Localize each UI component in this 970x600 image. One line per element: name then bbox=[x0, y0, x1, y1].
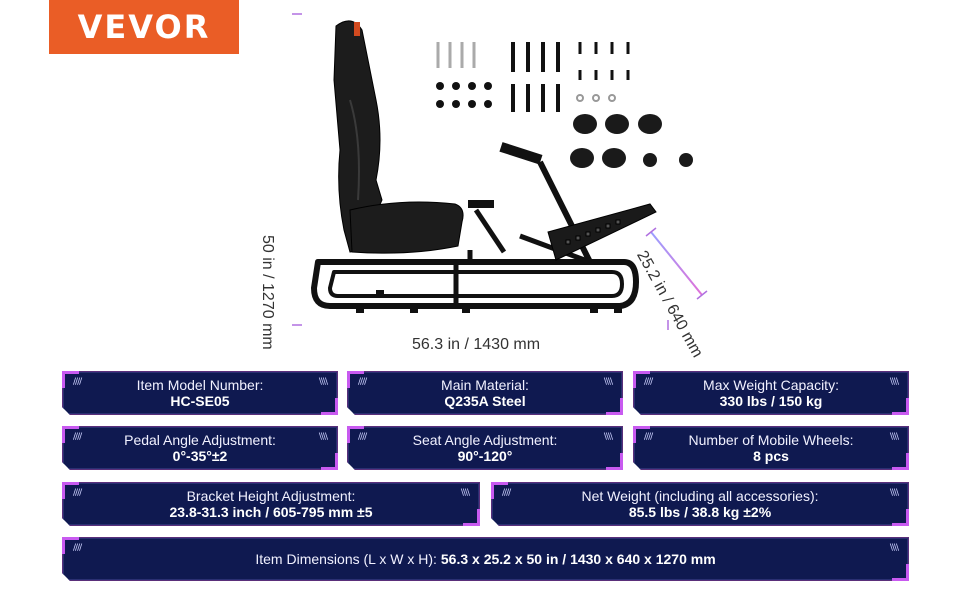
racing-seat bbox=[333, 20, 464, 254]
spec-label: Seat Angle Adjustment: bbox=[412, 432, 558, 448]
stripe-decoration-right: \\\\ bbox=[603, 432, 612, 442]
spec-main-material: //// \\\\ Main Material: Q235A Steel bbox=[347, 371, 623, 415]
foot-pads bbox=[570, 114, 662, 168]
knobs bbox=[643, 153, 693, 167]
height-dimension-label: 50 in / 1270 mm bbox=[259, 235, 276, 350]
spec-item-dimensions: //// \\\\ Item Dimensions (L x W x H): 5… bbox=[62, 537, 909, 581]
spec-label: Main Material: bbox=[441, 377, 529, 393]
width-dimension-line bbox=[297, 320, 669, 330]
cockpit-frame bbox=[311, 160, 639, 309]
spec-value: 85.5 lbs / 38.8 kg ±2% bbox=[628, 504, 772, 520]
height-dimension-line bbox=[292, 13, 302, 326]
stripe-decoration-right: \\\\ bbox=[889, 543, 898, 553]
stripe-decoration-right: \\\\ bbox=[889, 377, 898, 387]
spec-label: Number of Mobile Wheels: bbox=[688, 432, 854, 448]
product-illustration bbox=[292, 13, 708, 330]
spec-max-weight: //// \\\\ Max Weight Capacity: 330 lbs /… bbox=[633, 371, 909, 415]
hardware-screws bbox=[436, 42, 476, 68]
stripe-decoration-right: \\\\ bbox=[318, 377, 327, 387]
depth-dimension-line bbox=[645, 227, 708, 300]
brand-logo: VEVOR bbox=[49, 0, 239, 54]
spec-label: Max Weight Capacity: bbox=[703, 377, 839, 393]
spec-label: Item Model Number: bbox=[136, 377, 264, 393]
steering-mount bbox=[468, 142, 543, 208]
spec-bracket-height: //// \\\\ Bracket Height Adjustment: 23.… bbox=[62, 482, 480, 526]
spec-value: 56.3 x 25.2 x 50 in / 1430 x 640 x 1270 … bbox=[440, 551, 716, 567]
spec-label: Pedal Angle Adjustment: bbox=[124, 432, 276, 448]
width-dimension-label: 56.3 in / 1430 mm bbox=[412, 336, 541, 353]
stripe-decoration-left: //// bbox=[73, 543, 82, 553]
spec-net-weight: //// \\\\ Net Weight (including all acce… bbox=[491, 482, 909, 526]
spec-model-number: //// \\\\ Item Model Number: HC-SE05 bbox=[62, 371, 338, 415]
stripe-decoration-left: //// bbox=[73, 488, 82, 498]
stripe-decoration-left: //// bbox=[73, 377, 82, 387]
spec-label: Net Weight (including all accessories): bbox=[581, 488, 819, 504]
spec-value: HC-SE05 bbox=[170, 393, 230, 409]
spec-value: 330 lbs / 150 kg bbox=[719, 393, 823, 409]
stripe-decoration-left: //// bbox=[502, 488, 511, 498]
hardware-small-screws bbox=[578, 42, 630, 80]
hardware-bolts bbox=[511, 42, 560, 112]
stripe-decoration-right: \\\\ bbox=[889, 432, 898, 442]
spec-label: Bracket Height Adjustment: bbox=[186, 488, 356, 504]
stripe-decoration-left: //// bbox=[644, 377, 653, 387]
frame-feet bbox=[356, 290, 622, 313]
stripe-decoration-right: \\\\ bbox=[603, 377, 612, 387]
spec-value: 8 pcs bbox=[753, 448, 789, 464]
stripe-decoration-right: \\\\ bbox=[889, 488, 898, 498]
spec-value: 90°-120° bbox=[457, 448, 513, 464]
spec-pedal-angle: //// \\\\ Pedal Angle Adjustment: 0°-35°… bbox=[62, 426, 338, 470]
spec-value: Q235A Steel bbox=[444, 393, 526, 409]
hardware-washers bbox=[576, 94, 616, 102]
spec-value: 23.8-31.3 inch / 605-795 mm ±5 bbox=[169, 504, 373, 520]
stripe-decoration-left: //// bbox=[358, 432, 367, 442]
stripe-decoration-right: \\\\ bbox=[318, 432, 327, 442]
pedal-plate bbox=[547, 203, 657, 261]
spec-mobile-wheels: //// \\\\ Number of Mobile Wheels: 8 pcs bbox=[633, 426, 909, 470]
stripe-decoration-right: \\\\ bbox=[460, 488, 469, 498]
stripe-decoration-left: //// bbox=[73, 432, 82, 442]
hardware-nuts bbox=[436, 82, 492, 108]
spec-label: Item Dimensions (L x W x H): bbox=[255, 551, 437, 567]
stripe-decoration-left: //// bbox=[358, 377, 367, 387]
spec-value: 0°-35°±2 bbox=[172, 448, 228, 464]
spec-seat-angle: //// \\\\ Seat Angle Adjustment: 90°-120… bbox=[347, 426, 623, 470]
stripe-decoration-left: //// bbox=[644, 432, 653, 442]
